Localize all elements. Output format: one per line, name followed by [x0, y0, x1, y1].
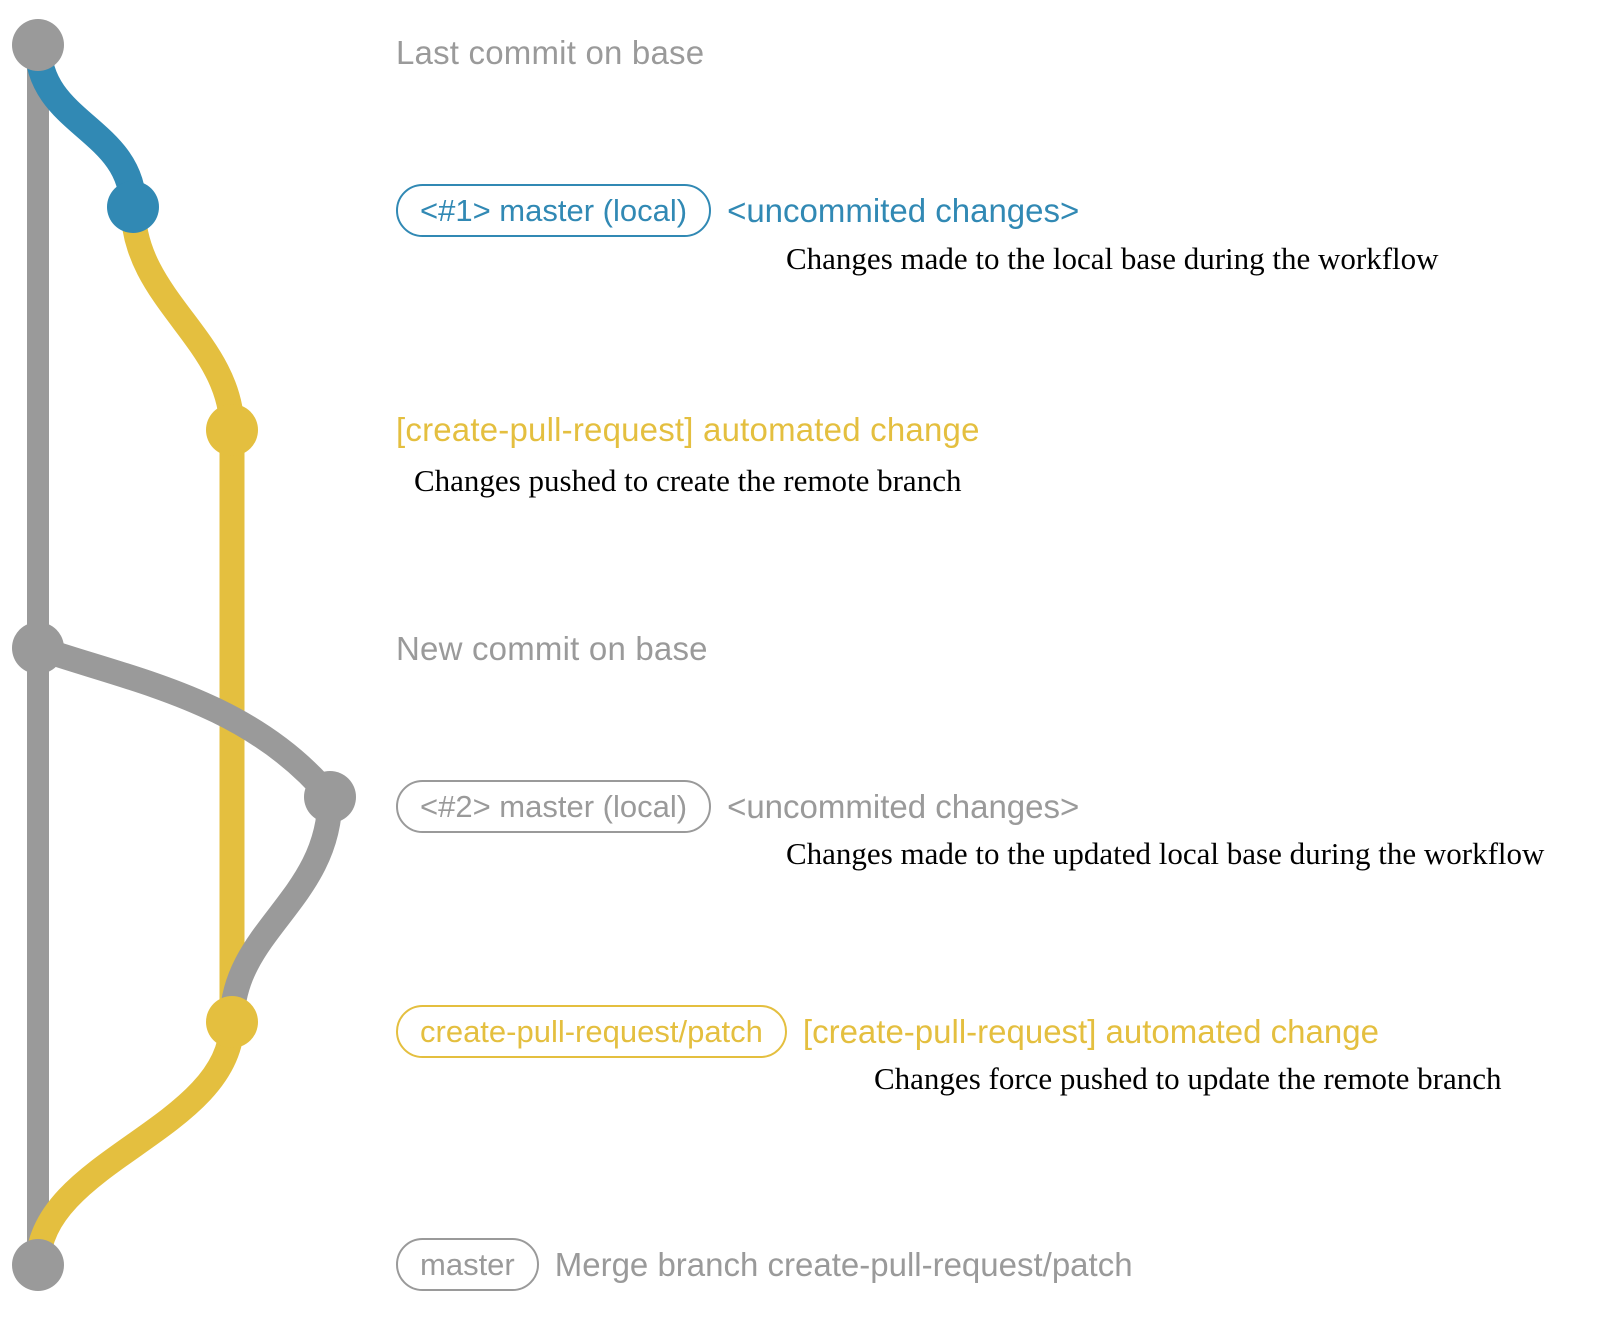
badge-master-local-2[interactable]: <#2> master (local)	[396, 780, 712, 833]
node-commit-local-2[interactable]	[304, 771, 356, 823]
uncommited-changes-label-2: <uncommited changes>	[727, 788, 1080, 825]
automated-change-label-1: [create-pull-request] automated change	[396, 411, 980, 448]
description-automated-change-2: Changes force pushed to update the remot…	[874, 1061, 1502, 1096]
description-master-local-1: Changes made to the local base during th…	[786, 241, 1439, 276]
entry-master-local-2: <#2> master (local) <uncommited changes>	[396, 780, 1079, 833]
entry-new-commit-on-base: New commit on base	[396, 629, 708, 669]
yellow-branch-line-upper	[120, 194, 245, 443]
node-commit-patch-updated[interactable]	[206, 996, 258, 1048]
automated-change-label-2: [create-pull-request] automated change	[802, 1013, 1379, 1050]
badge-master[interactable]: master	[396, 1238, 539, 1291]
git-graph-svg	[12, 19, 356, 1291]
gray-rebase-line-in	[219, 784, 343, 1035]
node-commit-merge-master[interactable]	[12, 1239, 64, 1291]
badge-create-pull-request-patch[interactable]: create-pull-request/patch	[396, 1005, 787, 1058]
node-commit-new-base[interactable]	[12, 622, 64, 674]
node-commit-patch-created[interactable]	[206, 404, 258, 456]
last-commit-on-base-label: Last commit on base	[396, 34, 705, 71]
entry-merge-master: master Merge branch create-pull-request/…	[396, 1238, 1133, 1291]
description-master-local-2: Changes made to the updated local base d…	[786, 836, 1545, 871]
node-commit-local-1[interactable]	[107, 181, 159, 233]
entry-automated-change-2: create-pull-request/patch [create-pull-r…	[396, 1005, 1379, 1058]
entry-automated-change-1: [create-pull-request] automated change	[396, 410, 980, 450]
new-commit-on-base-label: New commit on base	[396, 630, 708, 667]
merge-branch-label: Merge branch create-pull-request/patch	[554, 1246, 1133, 1283]
gray-rebase-line-out	[25, 635, 343, 810]
entry-master-local-1: <#1> master (local) <uncommited changes>	[396, 184, 1079, 237]
entry-last-commit-on-base: Last commit on base	[396, 33, 704, 73]
blue-branch-line	[24, 31, 147, 221]
uncommited-changes-label-1: <uncommited changes>	[727, 192, 1080, 229]
badge-master-local-1[interactable]: <#1> master (local)	[396, 184, 712, 237]
yellow-merge-line	[25, 1009, 245, 1278]
description-automated-change-1: Changes pushed to create the remote bran…	[414, 463, 962, 498]
node-commit-last-base[interactable]	[12, 19, 64, 71]
